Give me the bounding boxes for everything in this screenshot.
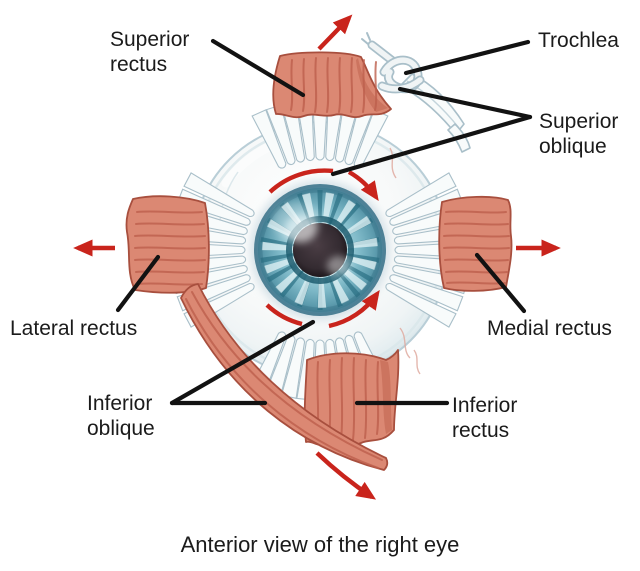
lateral-rectus-muscle bbox=[125, 195, 210, 294]
leader-superior-rectus bbox=[210, 38, 306, 98]
leader-trochlea bbox=[403, 39, 531, 76]
leader-superior-oblique-b bbox=[330, 114, 533, 177]
label-inferior-rectus: Inferior rectus bbox=[452, 394, 518, 442]
sclera-vessel bbox=[399, 327, 411, 359]
label-lateral-rectus: Lateral rectus bbox=[10, 317, 138, 340]
leader-medial-rectus bbox=[474, 252, 527, 314]
direction-arrow-down bbox=[315, 451, 377, 500]
label-medial-rectus: Medial rectus bbox=[487, 317, 612, 340]
label-superior-rectus: Superior rectus bbox=[110, 28, 190, 76]
sclera-vessel bbox=[413, 349, 421, 375]
iris bbox=[250, 180, 390, 320]
leader-superior-oblique-a bbox=[397, 86, 533, 120]
figure-caption: Anterior view of the right eye bbox=[180, 532, 460, 557]
inferior-rectus-muscle bbox=[303, 349, 400, 446]
direction-arrow-up bbox=[317, 14, 353, 51]
rotation-arrow-bottom bbox=[265, 290, 380, 329]
label-trochlea: Trochlea bbox=[538, 29, 619, 52]
superior-rectus-muscle bbox=[272, 51, 392, 119]
inferior-oblique-muscle bbox=[180, 283, 389, 471]
label-inferior-oblique: Inferior oblique bbox=[87, 392, 155, 440]
medial-rectus-muscle bbox=[438, 195, 513, 292]
leader-inferior-oblique-a bbox=[169, 319, 316, 406]
label-superior-oblique: Superior oblique bbox=[539, 110, 619, 158]
rotation-arrow-top bbox=[268, 168, 379, 202]
pupil-highlights bbox=[272, 202, 351, 276]
sclera-vessel bbox=[389, 147, 397, 179]
leader-lateral-rectus bbox=[115, 254, 161, 313]
